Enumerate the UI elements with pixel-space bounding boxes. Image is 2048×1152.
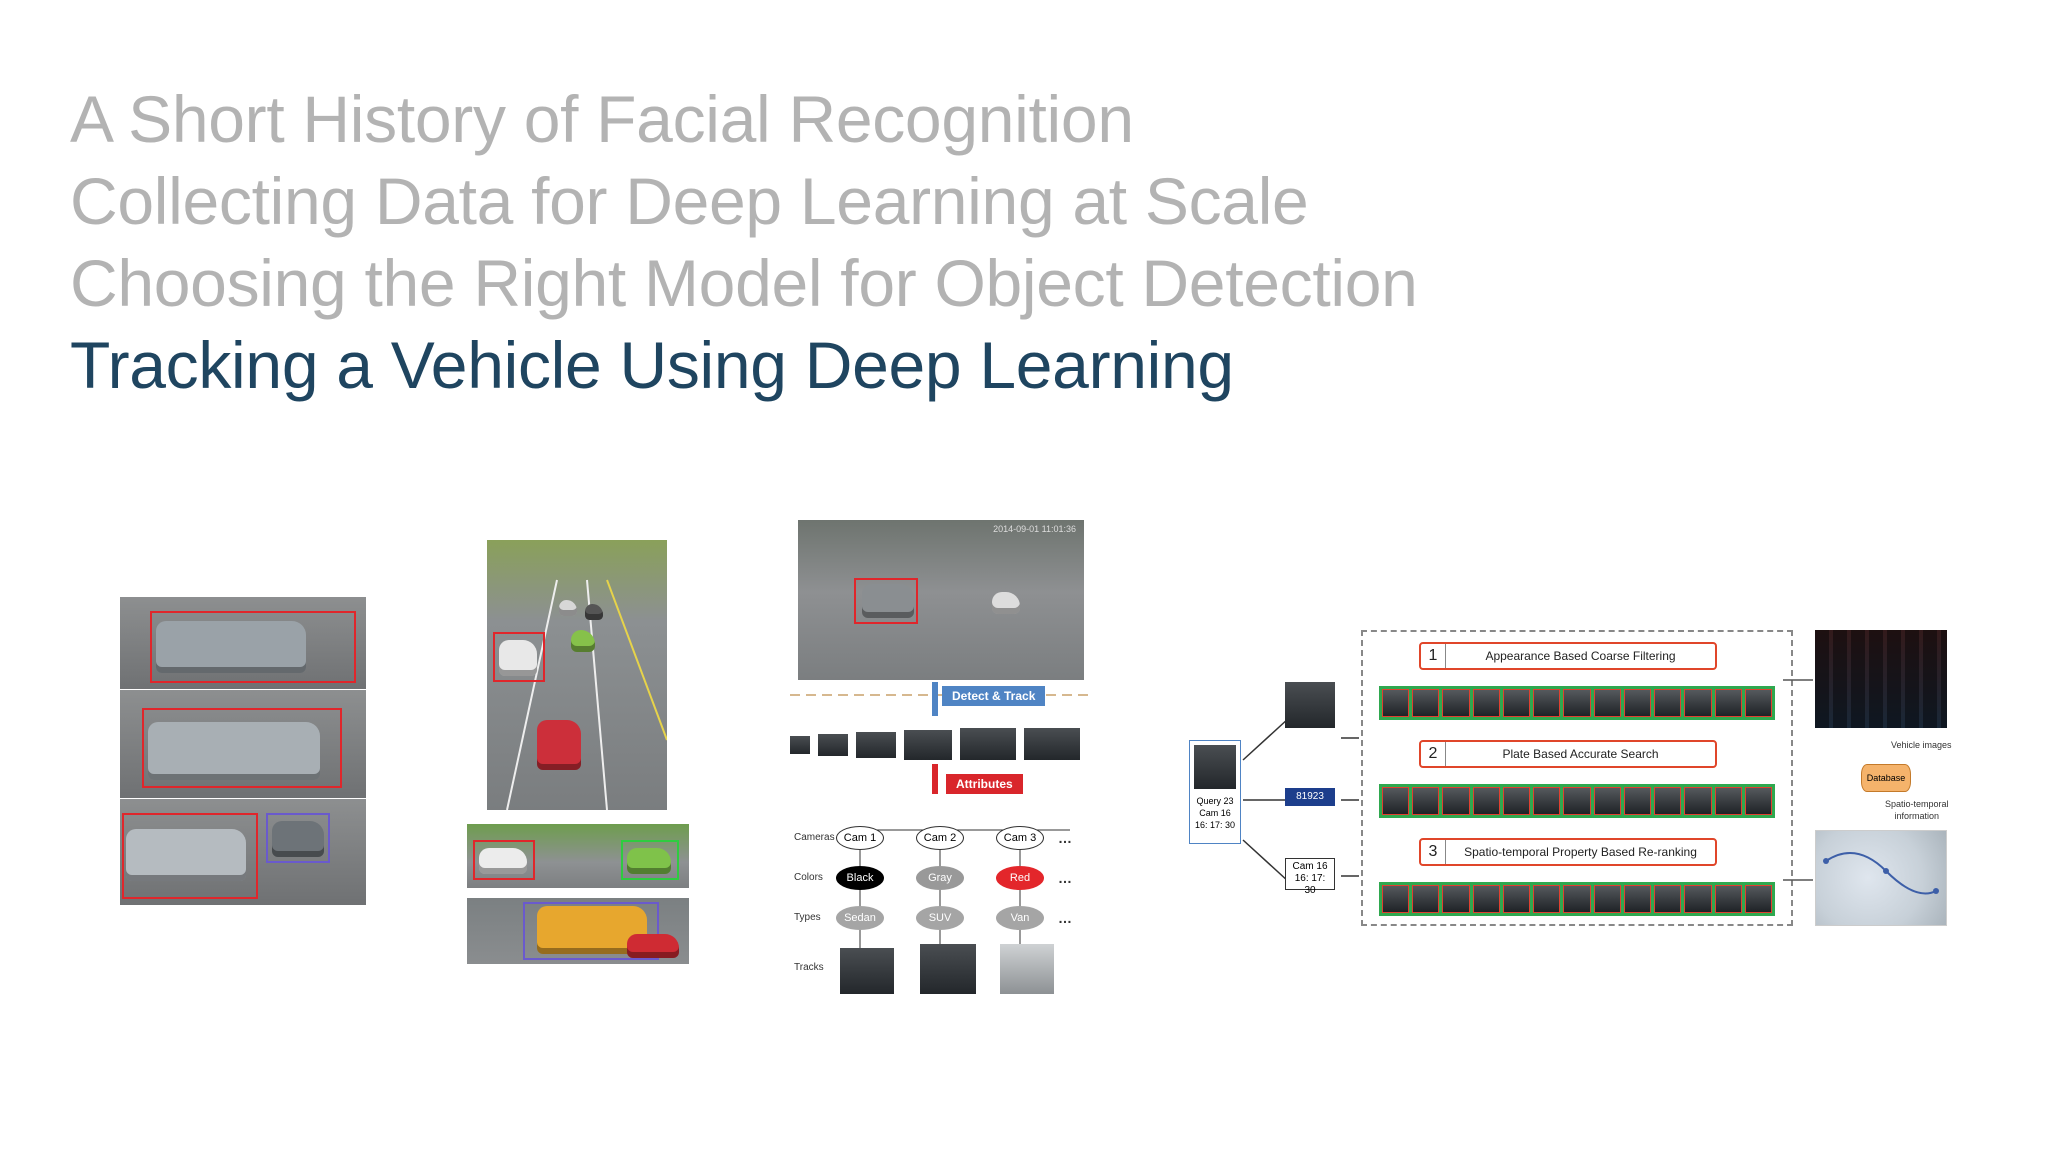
car-shape	[571, 630, 595, 652]
track-stack-3	[1000, 944, 1054, 994]
detection-box	[523, 902, 659, 960]
agenda-item-facial-recognition: A Short History of Facial Recognition	[70, 82, 1134, 156]
pipeline-dashed-frame	[1361, 630, 1793, 926]
street-camera-photo: 2014-09-01 11:01:36	[798, 520, 1084, 680]
row-label-tracks: Tracks	[794, 962, 824, 973]
query-vehicle-image	[1194, 745, 1236, 789]
car-shape	[585, 604, 603, 620]
query-caption: Query 23 Cam 16 16: 17: 30	[1194, 796, 1236, 830]
detection-box	[122, 813, 258, 899]
more-colors: …	[1058, 870, 1072, 886]
figure-reid-pipeline: Query 23 Cam 16 16: 17: 30 81923 Cam 16 …	[1185, 630, 1955, 930]
vehicle-thumbnail	[960, 728, 1016, 760]
map-route	[1823, 852, 1939, 895]
intersection-photo-2	[467, 898, 689, 964]
appearance-feature-image	[1285, 682, 1335, 728]
car-shape	[499, 640, 537, 676]
thumbnail-strip	[790, 726, 1090, 760]
detection-box	[621, 840, 679, 880]
spatio-temporal-label: Spatio-temporal information	[1885, 799, 1949, 821]
car-shape	[627, 848, 671, 874]
camera-node-2: Cam 2	[916, 826, 964, 850]
row-label-types: Types	[794, 912, 821, 923]
down-arrow-red-icon	[932, 764, 938, 794]
intersection-photo-1	[467, 824, 689, 888]
result-strip-1	[1379, 686, 1775, 720]
detection-box	[142, 708, 342, 788]
figure-attribute-tree: 2014-09-01 11:01:36 Detect & Track Attri…	[790, 520, 1090, 1000]
vehicle-thumbnail	[904, 730, 952, 760]
vehicle-thumbnail	[790, 736, 810, 754]
track-stack-1	[840, 948, 894, 994]
step-3-box: 3 Spatio-temporal Property Based Re-rank…	[1419, 838, 1717, 866]
camera-node-1: Cam 1	[836, 826, 884, 850]
detection-box	[266, 813, 330, 863]
row-label-colors: Colors	[794, 872, 823, 883]
figure-truck-detection	[120, 597, 366, 905]
agenda-item-object-detection: Choosing the Right Model for Object Dete…	[70, 246, 1418, 320]
camera-timestamp: 2014-09-01 11:01:36	[993, 524, 1076, 534]
color-node-gray: Gray	[916, 866, 964, 890]
type-node-van: Van	[996, 906, 1044, 930]
query-arrows	[1242, 717, 1359, 883]
step-2-number: 2	[1421, 742, 1446, 766]
truck-shape	[156, 621, 306, 673]
truck-photo-bottom	[120, 799, 366, 905]
more-cameras: …	[1058, 830, 1072, 846]
car-shape	[537, 720, 581, 770]
more-types: …	[1058, 910, 1072, 926]
database-icon: Database	[1861, 764, 1911, 792]
cam-time-box: Cam 16 16: 17: 30	[1285, 858, 1335, 896]
color-node-red: Red	[996, 866, 1044, 890]
agenda-list: A Short History of Facial Recognition Co…	[70, 78, 1418, 406]
down-arrow-blue-icon	[932, 682, 938, 716]
truck-shape	[148, 722, 320, 780]
step-2-label: Plate Based Accurate Search	[1502, 747, 1659, 761]
vehicle-images-label: Vehicle images	[1891, 740, 1952, 750]
car-shape	[479, 848, 527, 874]
vehicle-thumbnail	[818, 734, 848, 756]
type-node-suv: SUV	[916, 906, 964, 930]
camera-node-3: Cam 3	[996, 826, 1044, 850]
car-shape	[272, 821, 324, 857]
detection-box	[473, 840, 535, 880]
car-shape	[992, 592, 1020, 614]
figure-highway-tracking	[467, 540, 689, 968]
truck-photo-top	[120, 597, 366, 689]
step-3-number: 3	[1421, 840, 1446, 864]
database-arrows	[1783, 679, 1813, 881]
step-3-label: Spatio-temporal Property Based Re-rankin…	[1464, 845, 1697, 859]
detection-box	[493, 632, 545, 682]
highway-photo	[487, 540, 667, 810]
detection-box	[854, 578, 918, 624]
step-1-number: 1	[1421, 644, 1446, 668]
type-node-sedan: Sedan	[836, 906, 884, 930]
car-shape	[862, 584, 914, 618]
row-label-cameras: Cameras	[794, 832, 835, 843]
vehicle-image-grid	[1815, 630, 1947, 728]
result-strip-3	[1379, 882, 1775, 916]
vehicle-thumbnail	[856, 732, 896, 758]
attributes-tag: Attributes	[946, 774, 1023, 794]
agenda-item-collecting-data: Collecting Data for Deep Learning at Sca…	[70, 164, 1309, 238]
car-shape	[627, 934, 679, 958]
step-1-label: Appearance Based Coarse Filtering	[1485, 649, 1676, 663]
query-box: Query 23 Cam 16 16: 17: 30	[1189, 740, 1241, 844]
track-stack-2	[920, 944, 976, 994]
agenda-item-vehicle-tracking: Tracking a Vehicle Using Deep Learning	[70, 328, 1234, 402]
step-2-box: 2 Plate Based Accurate Search	[1419, 740, 1717, 768]
vehicle-thumbnail	[1024, 728, 1080, 760]
result-strip-2	[1379, 784, 1775, 818]
car-shape	[559, 600, 577, 616]
step-1-box: 1 Appearance Based Coarse Filtering	[1419, 642, 1717, 670]
detection-box	[150, 611, 356, 683]
spatio-map-image	[1815, 830, 1947, 926]
color-node-black: Black	[836, 866, 884, 890]
detect-track-tag: Detect & Track	[942, 686, 1046, 706]
truck-shape	[126, 829, 246, 881]
truck-photo-middle	[120, 690, 366, 798]
plate-image: 81923	[1285, 788, 1335, 806]
